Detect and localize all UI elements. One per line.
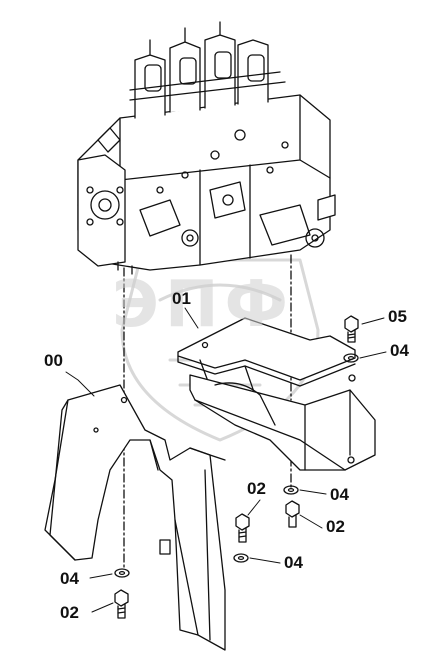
bolt-02-mid-top	[235, 513, 250, 543]
washer-04-left	[114, 568, 130, 578]
watermark-text: ЭПФ	[112, 268, 294, 342]
callout-02-mid-top: 02	[247, 479, 266, 498]
callout-02-left: 02	[60, 603, 79, 622]
washer-04-mid-low	[233, 553, 249, 563]
leader-lines	[65, 307, 387, 613]
callout-01: 01	[172, 289, 191, 308]
callout-05: 05	[388, 307, 407, 326]
callout-04-left: 04	[60, 569, 79, 588]
washer-04-right-top	[343, 353, 359, 363]
bolt-02-mid-right	[285, 500, 300, 528]
bolt-02-left	[114, 589, 129, 619]
callout-02-mid-right: 02	[326, 517, 345, 536]
bracket-01	[177, 317, 376, 471]
control-valve-assembly	[77, 21, 336, 275]
bolt-05	[344, 315, 359, 343]
callout-04-mid-low: 04	[284, 553, 303, 572]
callout-04-right-top: 04	[390, 341, 409, 360]
callout-04-right-mid: 04	[330, 485, 349, 504]
bracket-00	[44, 384, 226, 651]
callout-00: 00	[44, 351, 63, 370]
washer-04-right-mid	[283, 485, 299, 495]
